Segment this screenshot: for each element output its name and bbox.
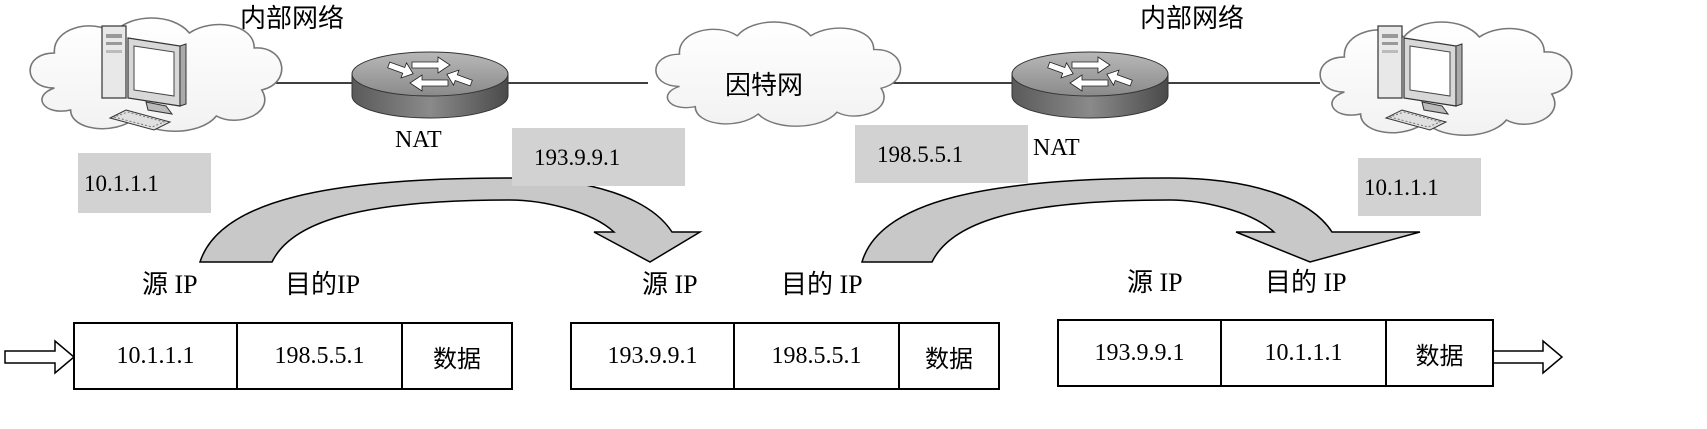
src-ip-header-2: 源 IP: [642, 270, 698, 299]
packet-1-payload: 数据: [433, 346, 481, 373]
right-lan-label: 内部网络: [1140, 4, 1245, 33]
packet-1-dst: 198.5.5.1: [238, 324, 403, 388]
right-host-ip: 10.1.1.1: [1358, 158, 1481, 216]
packet-2-src: 193.9.9.1: [572, 324, 735, 388]
left-nat-public-ip: 193.9.9.1: [512, 128, 685, 186]
packet-2-dst: 198.5.5.1: [735, 324, 900, 388]
src-ip-header-1: 源 IP: [142, 270, 198, 299]
packet-2-payload: 数据: [925, 346, 973, 373]
right-translation-arrow: [860, 177, 1421, 263]
packet-1: 10.1.1.1 198.5.5.1 数据: [73, 322, 513, 390]
dst-ip-header-1: 目的IP: [285, 270, 361, 299]
left-host-ip: 10.1.1.1: [78, 153, 211, 213]
packet-3-dst: 10.1.1.1: [1222, 321, 1387, 385]
src-ip-header-3: 源 IP: [1127, 268, 1183, 297]
packet-1-src: 10.1.1.1: [75, 324, 238, 388]
left-nat-label: NAT: [395, 127, 442, 153]
left-translation-arrow: [198, 177, 703, 263]
packet-3: 193.9.9.1 10.1.1.1 数据: [1057, 319, 1494, 387]
outgoing-arrow-icon: [1492, 339, 1564, 375]
right-nat-public-ip: 198.5.5.1: [855, 125, 1028, 183]
packet-3-payload: 数据: [1415, 343, 1464, 370]
right-router-icon: [1011, 51, 1169, 119]
dst-ip-header-2: 目的 IP: [781, 270, 863, 299]
incoming-arrow-icon: [4, 339, 76, 375]
packet-3-src: 193.9.9.1: [1059, 321, 1222, 385]
right-nat-label: NAT: [1033, 135, 1080, 161]
packet-2: 193.9.9.1 198.5.5.1 数据: [570, 322, 1000, 390]
left-lan-label: 内部网络: [240, 4, 345, 33]
internet-label: 因特网: [725, 71, 804, 100]
left-router-icon: [351, 51, 509, 119]
dst-ip-header-3: 目的 IP: [1265, 268, 1347, 297]
